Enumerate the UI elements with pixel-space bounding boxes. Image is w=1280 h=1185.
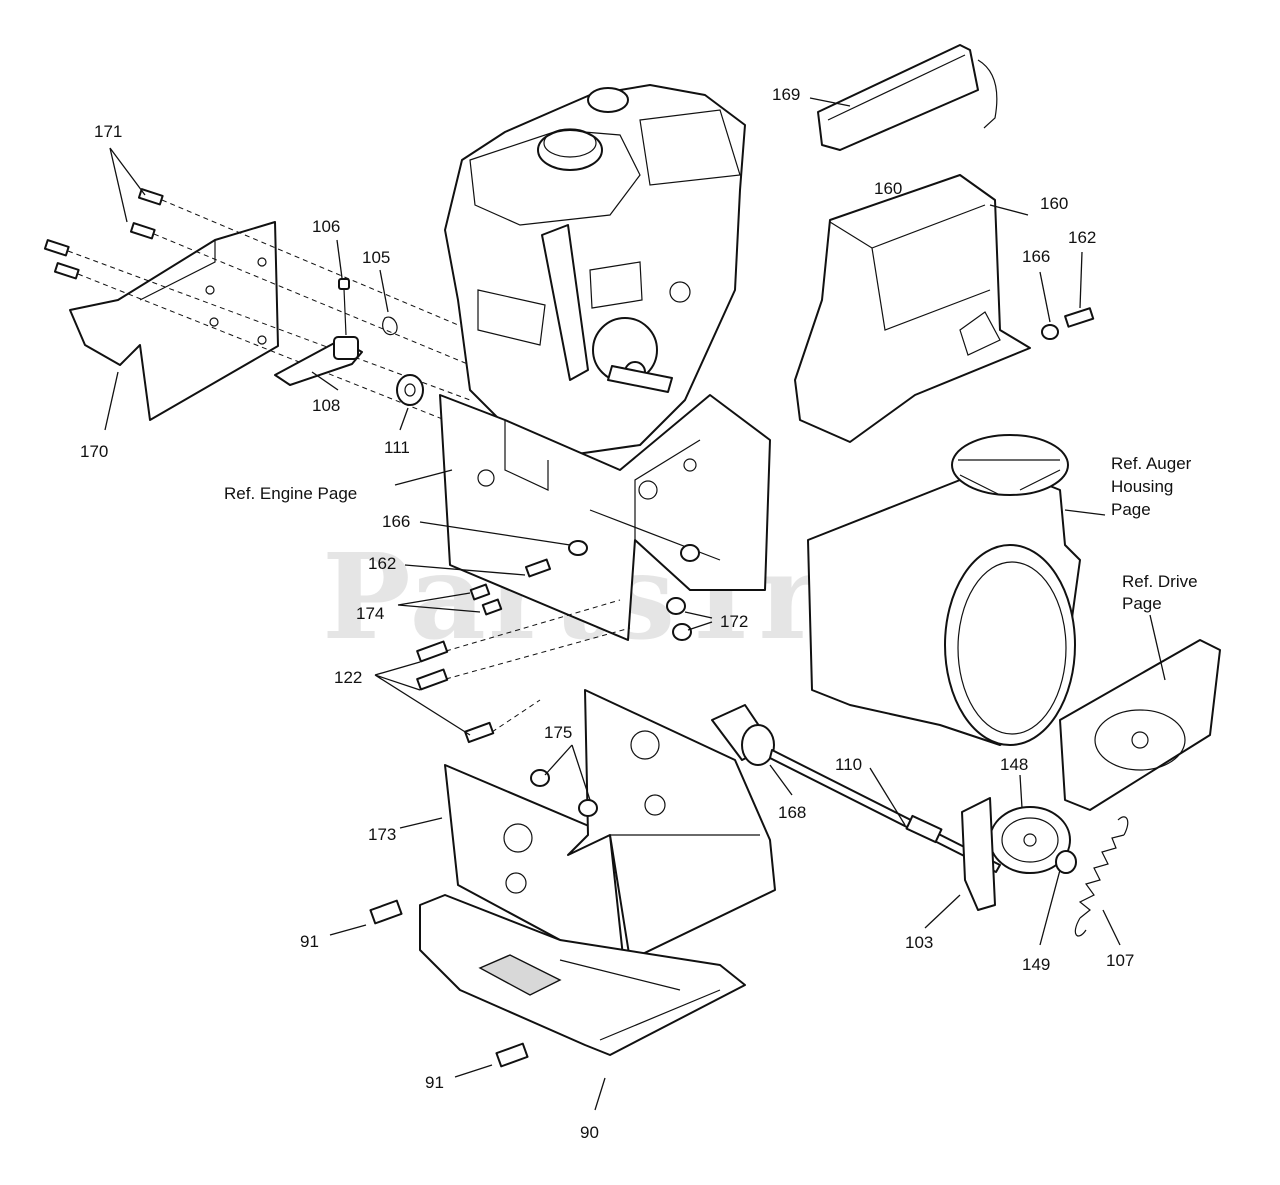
callout-107: 107 bbox=[1106, 951, 1134, 970]
ref-drive-page-line1: Ref. Drive bbox=[1122, 572, 1198, 591]
auger-housing-reference bbox=[807, 434, 1081, 746]
parts-166-162-hardware bbox=[1041, 307, 1095, 340]
callout-162-frame: 162 bbox=[368, 554, 396, 573]
part-169-cover bbox=[817, 44, 998, 151]
part-107-spring bbox=[1074, 816, 1129, 937]
reference-labels: Ref. Engine Page Ref. Auger Housing Page… bbox=[224, 454, 1198, 613]
ref-engine-page: Ref. Engine Page bbox=[224, 484, 357, 503]
callout-148: 148 bbox=[1000, 755, 1028, 774]
part-110-bolt bbox=[905, 814, 943, 844]
callout-91-upper: 91 bbox=[300, 932, 319, 951]
callout-108: 108 bbox=[312, 396, 340, 415]
part-91-bolts bbox=[369, 899, 529, 1068]
drive-reference-plate bbox=[1059, 639, 1221, 811]
callout-160-top: 160 bbox=[874, 179, 902, 198]
engine-assembly bbox=[444, 84, 746, 456]
callout-169: 169 bbox=[772, 85, 800, 104]
callout-122: 122 bbox=[334, 668, 362, 687]
callout-103: 103 bbox=[905, 933, 933, 952]
ref-auger-housing-line3: Page bbox=[1111, 500, 1151, 519]
part-106-pin bbox=[338, 278, 350, 336]
part-103-idler-bracket bbox=[961, 797, 996, 911]
callout-166-frame: 166 bbox=[382, 512, 410, 531]
leader-lines bbox=[104, 97, 1166, 1111]
ref-auger-housing-line1: Ref. Auger bbox=[1111, 454, 1192, 473]
callout-166-shroud: 166 bbox=[1022, 247, 1050, 266]
callout-105: 105 bbox=[362, 248, 390, 267]
part-149-nut bbox=[1055, 850, 1077, 874]
part-160-shroud bbox=[794, 174, 1031, 443]
callout-160-side: 160 bbox=[1040, 194, 1068, 213]
callout-111: 111 bbox=[384, 438, 410, 457]
part-170-bracket bbox=[69, 221, 279, 421]
part-105-clip bbox=[382, 316, 398, 336]
callout-162-shroud: 162 bbox=[1068, 228, 1096, 247]
callout-90: 90 bbox=[580, 1123, 599, 1142]
callout-174: 174 bbox=[356, 604, 384, 623]
fasteners-center bbox=[416, 540, 700, 744]
callout-171: 171 bbox=[94, 122, 122, 141]
part-171-bolts bbox=[43, 188, 164, 280]
part-148-pulley bbox=[989, 806, 1071, 874]
callout-110: 110 bbox=[835, 755, 862, 774]
callout-labels: 171 169 160 160 166 162 106 105 108 111 … bbox=[80, 85, 1134, 1142]
callout-173: 173 bbox=[368, 825, 396, 844]
part-111-washer bbox=[396, 374, 424, 406]
ref-auger-housing-line2: Housing bbox=[1111, 477, 1173, 496]
ref-drive-page-line2: Page bbox=[1122, 594, 1162, 613]
callout-91-lower: 91 bbox=[425, 1073, 444, 1092]
callout-170: 170 bbox=[80, 442, 108, 461]
part-90-skid-plate bbox=[419, 894, 746, 1056]
part-108-link bbox=[274, 336, 363, 386]
part-168-roller bbox=[711, 704, 1001, 873]
callout-106: 106 bbox=[312, 217, 340, 236]
callout-149: 149 bbox=[1022, 955, 1050, 974]
callout-168: 168 bbox=[778, 803, 806, 822]
callout-172: 172 bbox=[720, 612, 748, 631]
callout-175: 175 bbox=[544, 723, 572, 742]
